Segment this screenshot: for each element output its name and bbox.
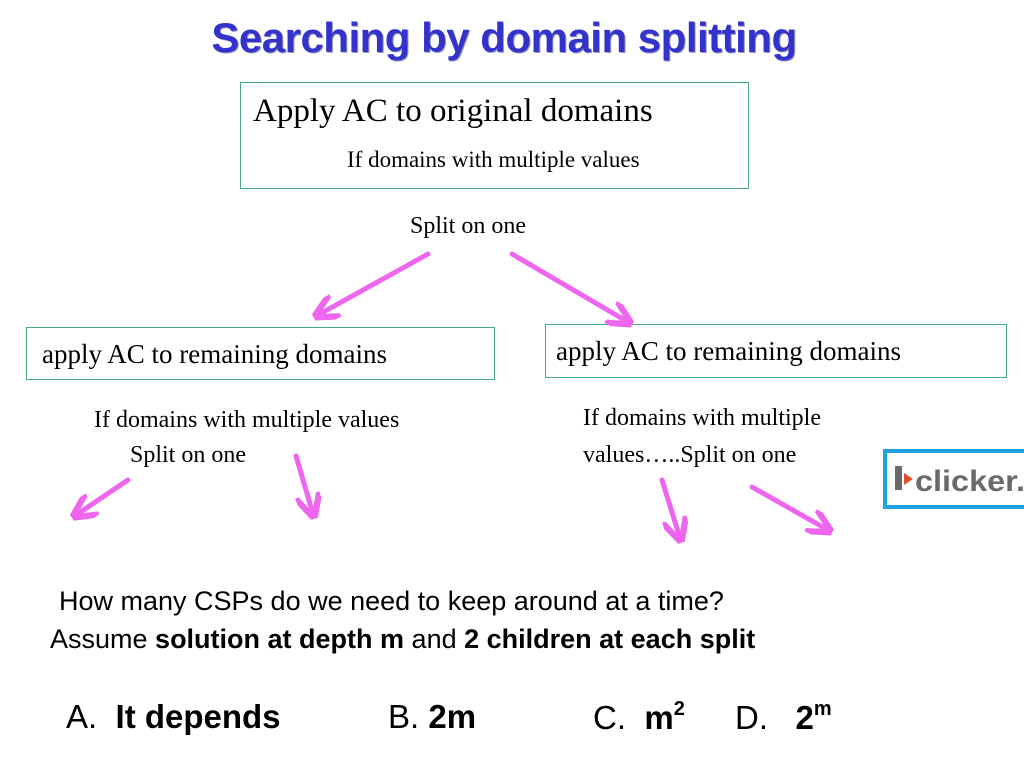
answer-c-base: m [644,699,674,736]
arrow-root-to-right [509,251,628,322]
arrow-right-to-rightleft [659,477,680,538]
answer-d-superscript: m [813,698,832,720]
logo-wordmark: clicker. [915,465,1024,498]
left-child-text: apply AC to remaining domains [42,339,387,369]
arrow-left-to-leftleft [76,477,131,515]
arrow-left-to-leftright [293,453,313,514]
answer-b: B. 2m [388,698,476,736]
root-node-sub-text: If domains with multiple values [347,147,640,172]
iclicker-logo: clicker. [883,449,1024,509]
answer-c: C. m2 [593,698,685,737]
answer-a-text: It depends [115,698,281,735]
question-and-word: and [404,624,465,654]
logo-i-stem [895,466,902,490]
slide-title: Searching by domain splitting [211,14,797,61]
answer-d: D. 2m [735,698,832,737]
left-child-box: apply AC to remaining domains [26,327,495,380]
question-assume-prefix: Assume [50,624,156,654]
answer-c-superscript: 2 [673,698,685,720]
question-depth-phrase: solution at depth m [155,624,405,654]
root-node-main-text: Apply AC to original domains [253,93,653,129]
answer-d-letter: D. [735,699,768,736]
answer-d-base: 2 [795,699,814,736]
left-child-split-label: Split on one [130,442,247,468]
right-child-box: apply AC to remaining domains [545,324,1007,378]
answer-b-letter: B. [388,698,420,735]
question-line-2: Assume solution at depth m and 2 childre… [50,624,755,655]
answer-a-letter: A. [66,698,98,735]
right-child-condition: If domains with multiple [583,405,821,431]
question-children-phrase: 2 children at each split [464,624,756,654]
right-child-split-label: values…..Split on one [583,442,797,468]
left-child-condition: If domains with multiple values [94,407,400,433]
answer-c-letter: C. [593,699,626,736]
root-node-box: Apply AC to original domains If domains … [240,82,749,189]
question-line-1: How many CSPs do we need to keep around … [59,586,724,616]
answer-b-text: 2m [428,698,477,735]
arrow-right-to-rightright [749,484,828,530]
split-root-label: Split on one [410,213,527,239]
logo-play-arrow [904,473,913,485]
answer-a: A. It depends [66,698,281,736]
arrow-root-to-left [318,251,431,315]
right-child-text: apply AC to remaining domains [556,336,901,366]
